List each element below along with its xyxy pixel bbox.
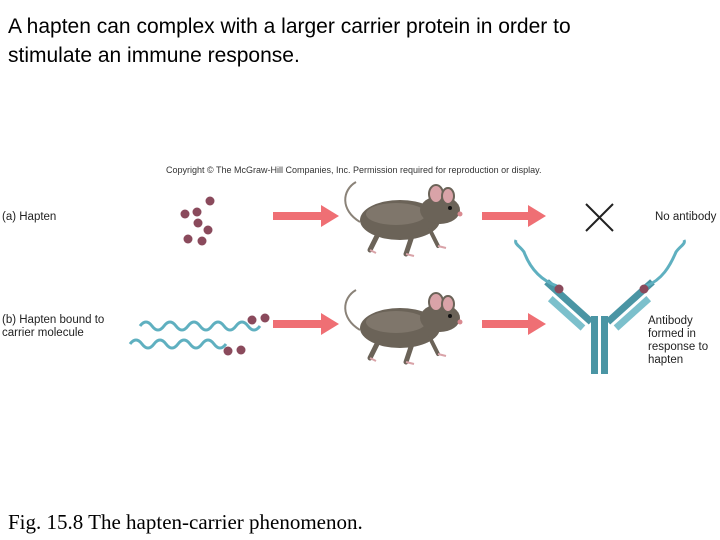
row-a-arrow-2: [482, 205, 546, 227]
row-b-arrow-1: [273, 313, 339, 335]
row-a-arrow-1: [273, 205, 339, 227]
free-hapten-group: [181, 197, 215, 246]
antibody-icon: [516, 240, 685, 374]
figure-caption: Fig. 15.8 The hapten-carrier phenomenon.: [8, 510, 363, 535]
row-b-arrow-2: [482, 313, 546, 335]
carrier-hapten-group: [130, 314, 270, 356]
no-antibody-x-icon: [586, 204, 613, 231]
mouse-b: [345, 290, 462, 364]
mouse-a: [345, 182, 462, 256]
